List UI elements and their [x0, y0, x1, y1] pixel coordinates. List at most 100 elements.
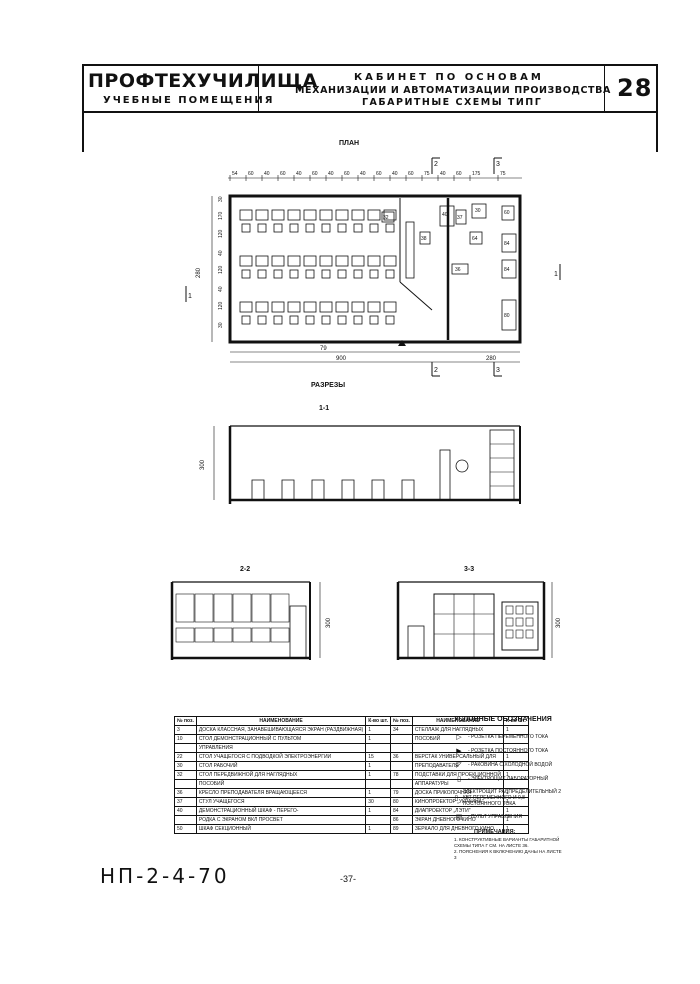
section-2-upper-cabinet: [175, 593, 195, 623]
legend-symbol-icon: ▯: [454, 795, 459, 802]
spec-cell: 1: [365, 788, 391, 798]
section-1-chair: [371, 479, 385, 500]
spec-cell: СТУЛ УЧАЩЕГОСЯ: [195, 797, 367, 807]
section-3-panel-cell: [505, 605, 514, 615]
legend-text: - РОЗЕТКА ПОСТОЯННОГО ТОКА: [468, 748, 549, 754]
section-2-upper-cabinet: [251, 593, 271, 623]
student-desk: [351, 255, 365, 267]
spec-cell: ДЕМОНСТРАЦИОННЫЙ ШКАФ - ПЕРЕГО-: [195, 806, 367, 816]
spec-cell: [365, 815, 391, 825]
spec-cell: 80: [390, 797, 413, 807]
section-2-lower-cabinet: [213, 627, 233, 643]
student-desk: [367, 255, 381, 267]
section-2-upper-cabinet: [213, 593, 233, 623]
left-dim-label: 30: [218, 196, 224, 202]
spec-cell: 79: [390, 788, 413, 798]
spec-cell: СТОЛ ДЕМОНСТРАЦИОННЫЙ С ПУЛЬТОМ: [195, 734, 367, 744]
student-chair: [337, 223, 347, 233]
legend-item: ▯- ЭЛЕКТРОЩИТ ЛАБОРАТОРНЫЙ: [454, 775, 564, 783]
top-dim-label: 40: [264, 171, 270, 177]
legend-item: ▷- РОЗЕТКА ПЕРЕМЕННОГО ТОКА: [454, 733, 564, 741]
spec-cell: ПОСОБИЙ: [195, 779, 367, 789]
section-1-chair: [311, 479, 325, 500]
equip-37: [455, 209, 467, 225]
spec-cell: 1: [365, 725, 391, 735]
equip-84: [501, 233, 517, 253]
cut-1-right: 1: [554, 271, 558, 278]
section-3-title: 3-3: [464, 566, 475, 573]
section-3-panel: [501, 601, 539, 651]
top-dim-label: 75: [500, 171, 506, 177]
left-dim-label: 40: [218, 286, 224, 292]
section-1-1: 300: [200, 425, 521, 504]
section-3-panel-cell: [525, 617, 534, 627]
frame-top: [82, 64, 658, 66]
spec-table: № поз. НАИМЕНОВАНИЕ К-во шт. № поз. НАИМ…: [174, 716, 529, 834]
header-title-1: КАБИНЕТ ПО ОСНОВАМ: [354, 72, 544, 83]
spec-cell: [174, 815, 197, 825]
student-desk: [303, 255, 317, 267]
svg-text:84: 84: [504, 241, 510, 247]
svg-text:30: 30: [475, 208, 481, 214]
student-chair: [305, 223, 315, 233]
section-2-upper-cabinet: [270, 593, 290, 623]
section-2-upper-cabinet: [194, 593, 214, 623]
student-chair: [369, 315, 379, 325]
cut-1-left: 1: [188, 293, 192, 300]
top-dim-label: 175: [472, 171, 481, 177]
student-desk: [239, 301, 253, 313]
section-3-panel-cells: [505, 605, 534, 639]
legend: УСЛОВНЫЕ ОБОЗНАЧЕНИЯ ▷- РОЗЕТКА ПЕРЕМЕНН…: [454, 716, 564, 861]
student-desk: [351, 301, 365, 313]
top-dim-label: 75: [424, 171, 430, 177]
spec-cell: [390, 734, 413, 744]
student-desk: [319, 301, 333, 313]
svg-text:36: 36: [455, 267, 461, 273]
section-3-3: 300: [396, 581, 562, 660]
spec-col-name-1: НАИМЕНОВАНИЕ: [195, 716, 367, 726]
legend-symbol-icon: ▯: [457, 776, 461, 783]
spec-cell: 36: [390, 752, 413, 762]
svg-text:32: 32: [383, 215, 389, 221]
section-1-chair: [341, 479, 355, 500]
demo-table: [405, 221, 415, 279]
spec-cell: СТОЛ УЧАЩЕГОСЯ С ПОДВОДКОЙ ЭЛЕКТРОЭНЕРГИ…: [195, 752, 367, 762]
section-3-panel-cell: [515, 617, 524, 627]
left-dim-label: 170: [218, 211, 224, 220]
section-3-panel-cell: [525, 629, 534, 639]
student-desk: [271, 255, 285, 267]
notes-title: ПРИМЕЧАНИЯ:: [474, 829, 516, 835]
section-2-lower-cabinet: [175, 627, 195, 643]
spec-cell: [365, 743, 391, 753]
spec-cell: [390, 761, 413, 771]
plan-height-label: 280: [196, 267, 202, 278]
door-marker: [398, 340, 406, 346]
section-1-teacher: [455, 459, 469, 473]
student-desk: [383, 301, 397, 313]
student-desk: [287, 255, 301, 267]
student-chair: [385, 223, 395, 233]
legend-items: ▷- РОЗЕТКА ПЕРЕМЕННОГО ТОКА▶- РОЗЕТКА ПО…: [454, 733, 564, 821]
note-2: 2. ПОЯСНЕНИЯ К ВКЛЮЧЕНИЮ ДАНЫ НА ЛИСТЕ 3: [454, 849, 562, 860]
student-desk: [335, 255, 349, 267]
student-chair: [369, 269, 379, 279]
section-3-panel-cell: [525, 605, 534, 615]
svg-text:80: 80: [504, 313, 510, 319]
frame-divider-1: [258, 64, 259, 112]
spec-cell: РОДКА С ЭКРАНОМ ВКЛ ПРОСВЕТ: [195, 815, 367, 825]
spec-cell: УПРАВЛЕНИЯ: [195, 743, 367, 753]
cut-2-top-marker: 2: [431, 157, 440, 174]
spec-col-qty-1: К-во шт.: [365, 716, 391, 726]
student-chair: [289, 315, 299, 325]
spec-cell: КРЕСЛО ПРЕПОДАВАТЕЛЯ ВРАЩАЮЩЕЕСЯ: [195, 788, 367, 798]
top-dim-label: 60: [344, 171, 350, 177]
plan-title: ПЛАН: [339, 140, 360, 147]
student-desk: [255, 255, 269, 267]
cut-3-bottom-marker: 3: [493, 362, 502, 377]
student-desk: [255, 301, 269, 313]
section-2-lower-cabinet: [194, 627, 214, 643]
